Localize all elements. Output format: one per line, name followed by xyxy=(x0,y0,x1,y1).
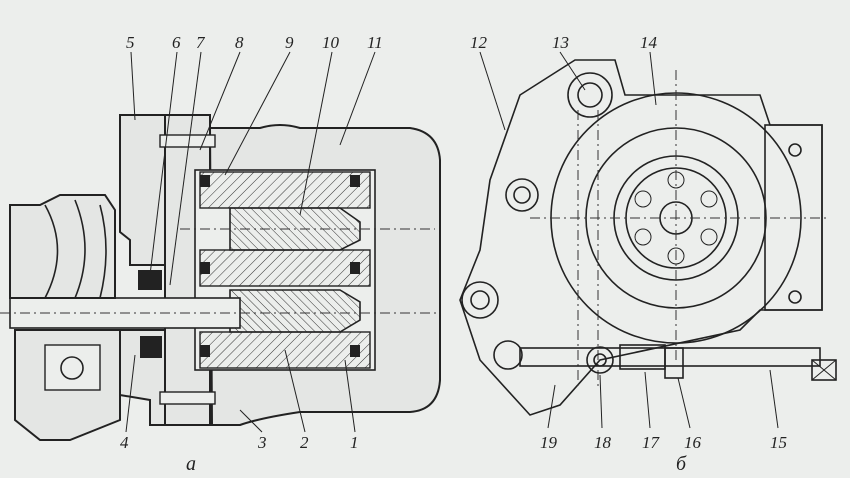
callout-9: 9 xyxy=(285,33,294,52)
callout-10: 10 xyxy=(322,33,340,52)
callout-4: 4 xyxy=(120,433,129,452)
upper-bushing xyxy=(199,171,371,209)
callout-7: 7 xyxy=(196,33,206,52)
pulley-groove xyxy=(99,204,107,299)
bolt-hole xyxy=(788,143,802,157)
seal-ring xyxy=(200,262,210,274)
pivot-pin xyxy=(586,346,614,374)
bolt-hole xyxy=(470,290,490,310)
callout-17: 17 xyxy=(642,433,661,452)
pulley-groove xyxy=(74,199,86,299)
bolt xyxy=(159,134,216,148)
bolt-hole xyxy=(513,186,531,204)
callout-8: 8 xyxy=(235,33,244,52)
seal-ring xyxy=(200,345,210,357)
callout-3: 3 xyxy=(257,433,267,452)
rod-tip xyxy=(811,359,837,381)
callout-15: 15 xyxy=(770,433,787,452)
leader-lines xyxy=(479,51,779,429)
callout-19: 19 xyxy=(540,433,558,452)
hub-bolt-holes xyxy=(634,171,718,265)
shaft-seal xyxy=(140,336,162,358)
view-a-caption: а xyxy=(186,453,196,475)
lock-nut xyxy=(664,347,684,379)
front-flange xyxy=(119,114,166,266)
end-view-b: 12 13 14 15 16 17 18 19 б xyxy=(459,33,837,475)
callout-5: 5 xyxy=(126,33,135,52)
callout-6: 6 xyxy=(172,33,181,52)
rod-tip-mark xyxy=(811,359,837,381)
callout-11: 11 xyxy=(367,33,383,52)
bolt-hole xyxy=(567,72,613,118)
bolt-hole xyxy=(505,178,539,212)
bolt xyxy=(159,391,216,405)
callout-18: 18 xyxy=(594,433,612,452)
seal-ring xyxy=(350,262,360,274)
callout-14: 14 xyxy=(640,33,658,52)
shaft-seal xyxy=(138,270,162,290)
bearing-ball xyxy=(60,356,84,380)
seal-ring xyxy=(200,175,210,187)
middle-bushing xyxy=(199,249,371,287)
pulley-groove xyxy=(44,204,59,299)
bolt-hole xyxy=(461,281,499,319)
control-rod xyxy=(519,347,821,367)
bolt-hole xyxy=(577,82,603,108)
pulley xyxy=(9,194,116,299)
bolt-hole xyxy=(788,290,802,304)
drive-gear xyxy=(229,289,361,333)
callout-12: 12 xyxy=(470,33,488,52)
seal-ring xyxy=(350,175,360,187)
leader-lines xyxy=(125,51,376,433)
section-view-a: 5 6 7 8 9 10 11 1 2 3 4 а xyxy=(0,33,441,475)
callout-13: 13 xyxy=(552,33,569,52)
callout-16: 16 xyxy=(684,433,702,452)
rod-end-joint xyxy=(493,340,523,370)
callout-1: 1 xyxy=(350,433,359,452)
seal-ring xyxy=(350,345,360,357)
callout-2: 2 xyxy=(300,433,309,452)
mounting-flange xyxy=(459,59,823,416)
view-b-caption: б xyxy=(676,453,687,475)
